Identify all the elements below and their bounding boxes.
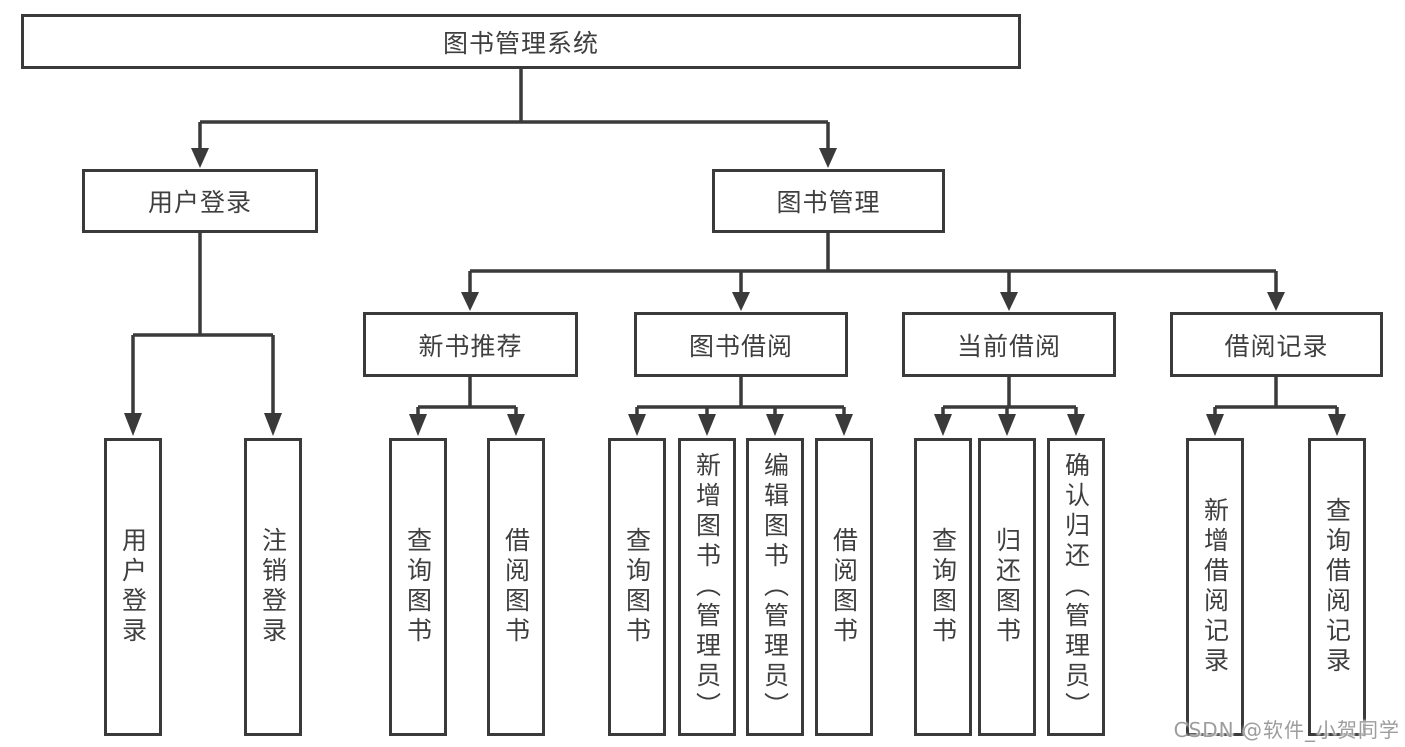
leaf-add-books-admin: 新增图书（管理员） xyxy=(678,438,736,736)
leaf-borrow-books-2: 借阅图书 xyxy=(815,438,873,736)
node-new-book-recommend: 新书推荐 xyxy=(363,312,578,377)
leaf-label: 确认归还（管理员） xyxy=(1061,452,1091,722)
connector-newbook-leaves xyxy=(409,377,525,436)
leaf-label: 借阅图书 xyxy=(501,527,531,647)
leaf-user-login: 用户登录 xyxy=(104,438,162,736)
node-book-management: 图书管理 xyxy=(712,169,945,233)
leaf-query-books-1: 查询图书 xyxy=(389,438,447,736)
leaf-label: 借阅图书 xyxy=(829,527,859,647)
node-label: 图书管理 xyxy=(776,188,881,217)
connector-bookmgmt-to-level3 xyxy=(461,233,1285,311)
node-label: 当前借阅 xyxy=(956,331,1061,361)
leaf-label: 查询图书 xyxy=(403,527,433,647)
leaf-return-books: 归还图书 xyxy=(978,438,1036,736)
leaf-label: 用户登录 xyxy=(118,527,148,647)
node-book-borrow: 图书借阅 xyxy=(634,312,848,377)
leaf-label: 查询图书 xyxy=(928,527,958,647)
leaf-query-books-2: 查询图书 xyxy=(608,438,666,736)
leaf-edit-books-admin: 编辑图书（管理员） xyxy=(746,438,804,736)
connector-bookborrow-leaves xyxy=(628,377,853,436)
node-user-login: 用户登录 xyxy=(82,169,318,233)
leaf-confirm-return-admin: 确认归还（管理员） xyxy=(1047,438,1105,736)
node-current-borrow: 当前借阅 xyxy=(902,312,1116,377)
leaf-label: 归还图书 xyxy=(992,527,1022,647)
node-label: 借阅记录 xyxy=(1224,331,1329,361)
csdn-watermark: CSDN @软件_小贺同学 xyxy=(1173,718,1400,742)
leaf-logout: 注销登录 xyxy=(244,438,302,736)
connector-borrowrecords-leaves xyxy=(1206,377,1346,436)
leaf-add-borrow-record: 新增借阅记录 xyxy=(1186,438,1244,736)
leaf-label: 新增图书（管理员） xyxy=(692,452,722,722)
leaf-label: 查询图书 xyxy=(622,527,652,647)
node-label: 图书管理系统 xyxy=(442,28,599,58)
leaf-query-books-3: 查询图书 xyxy=(914,438,972,736)
leaf-label: 编辑图书（管理员） xyxy=(760,452,790,722)
connector-userlogin-leaves xyxy=(124,233,282,436)
leaf-label: 新增借阅记录 xyxy=(1200,497,1230,677)
leaf-borrow-books-1: 借阅图书 xyxy=(487,438,545,736)
connector-currentborrow-leaves xyxy=(934,377,1085,436)
node-label: 用户登录 xyxy=(147,188,252,217)
leaf-query-borrow-record: 查询借阅记录 xyxy=(1308,438,1366,736)
node-label: 图书借阅 xyxy=(688,331,793,361)
node-label: 新书推荐 xyxy=(418,331,523,361)
leaf-label: 注销登录 xyxy=(258,527,288,647)
node-library-management-system: 图书管理系统 xyxy=(21,14,1021,69)
node-borrow-records: 借阅记录 xyxy=(1170,312,1383,377)
connector-root-to-level2 xyxy=(191,69,837,168)
leaf-label: 查询借阅记录 xyxy=(1322,497,1352,677)
